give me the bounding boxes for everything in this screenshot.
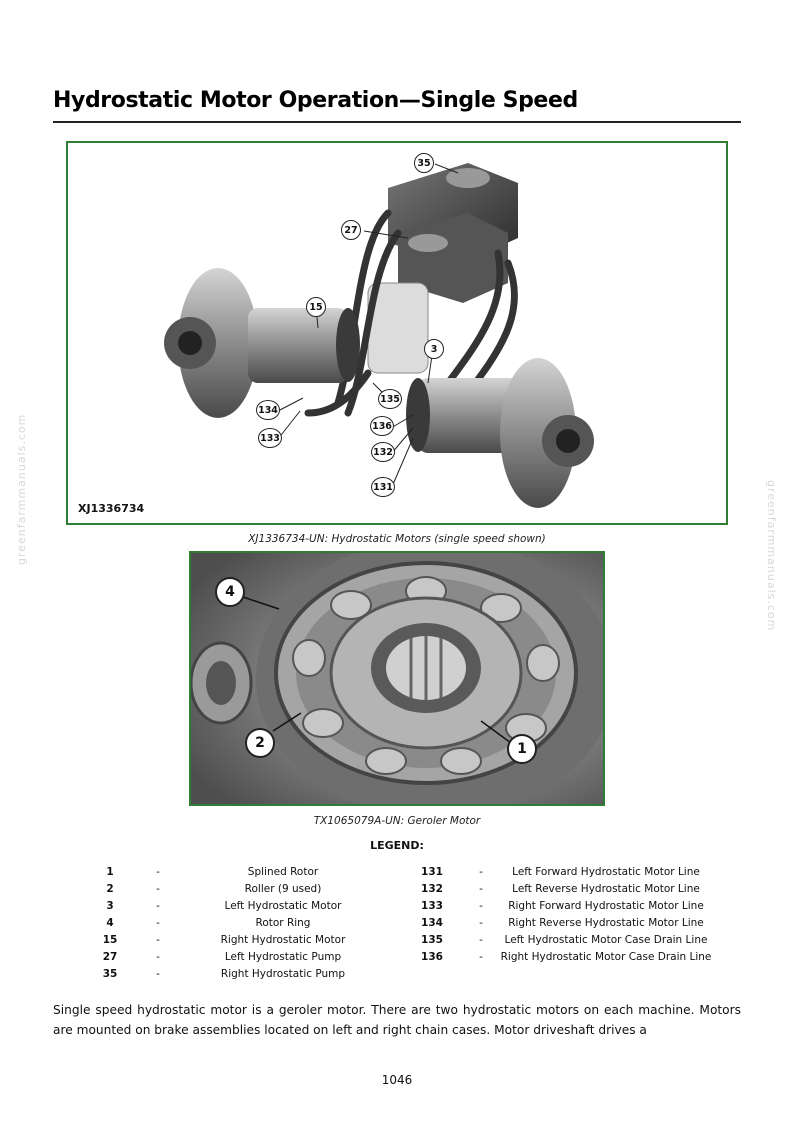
legend-dash: - xyxy=(156,934,160,946)
legend-description: Splined Rotor xyxy=(247,866,319,878)
legend-description: Right Hydrostatic Motor xyxy=(220,934,346,946)
page-title: Hydrostatic Motor Operation—Single Speed xyxy=(53,88,578,113)
legend-dash: - xyxy=(479,951,483,963)
legend-description: Left Hydrostatic Motor Case Drain Line xyxy=(504,934,708,946)
callout-2: 2 xyxy=(245,728,275,758)
callout-15: 15 xyxy=(306,297,326,317)
geroler-motor-photo xyxy=(191,553,603,804)
legend-dash: - xyxy=(156,917,160,929)
legend-description: Left Forward Hydrostatic Motor Line xyxy=(512,866,700,878)
legend-row: 136 - Right Hydrostatic Motor Case Drain L… xyxy=(0,951,794,966)
legend-number: 133 xyxy=(421,900,443,912)
legend-dash: - xyxy=(479,900,483,912)
legend-description: Roller (9 used) xyxy=(244,883,322,895)
callout-3: 3 xyxy=(424,339,444,359)
legend-dash: - xyxy=(479,917,483,929)
legend-dash: - xyxy=(156,900,160,912)
callout-1: 1 xyxy=(507,734,537,764)
legend-description: Left Hydrostatic Motor xyxy=(224,900,342,912)
callout-136: 136 xyxy=(370,416,394,436)
callout-132: 132 xyxy=(371,442,395,462)
legend-dash: - xyxy=(156,968,160,980)
legend-number: 134 xyxy=(421,917,443,929)
page-number: 1046 xyxy=(381,1073,413,1087)
legend-row: 135 - Left Hydrostatic Motor Case Drain Li… xyxy=(0,934,794,949)
legend-number: 15 xyxy=(102,934,118,946)
legend-row: 133 - Right Forward Hydrostatic Motor Line xyxy=(0,900,794,915)
left-motor-wheel xyxy=(406,358,594,508)
figure-id-label: XJ1336734 xyxy=(78,502,145,515)
right-motor-wheel xyxy=(164,268,360,418)
callout-134: 134 xyxy=(256,400,280,420)
legend-row: 132 - Left Reverse Hydrostatic Motor Line xyxy=(0,883,794,898)
legend-row: 35 - Right Hydrostatic Pump xyxy=(0,968,794,983)
legend-dash: - xyxy=(479,934,483,946)
legend-row: 4 - Rotor Ring xyxy=(0,917,794,932)
legend-number: 136 xyxy=(421,951,443,963)
legend-dash: - xyxy=(156,883,160,895)
title-rule xyxy=(53,121,741,123)
legend-row: 3 - Left Hydrostatic Motor xyxy=(0,900,794,915)
legend-number: 3 xyxy=(106,900,114,912)
legend-description: Left Hydrostatic Pump xyxy=(224,951,342,963)
legend-dash: - xyxy=(156,866,160,878)
legend-title: LEGEND: xyxy=(370,839,424,852)
legend-row: 2 - Roller (9 used) xyxy=(0,883,794,898)
figure2-caption: TX1065079A-UN: Geroler Motor xyxy=(313,815,481,827)
pump-assembly xyxy=(367,163,518,374)
body-paragraph: Single speed hydrostatic motor is a gero… xyxy=(53,1003,741,1037)
callout-135: 135 xyxy=(378,389,402,409)
watermark-right: greenfarmmanuals.com xyxy=(765,480,778,632)
legend-row: 15 - Right Hydrostatic Motor xyxy=(0,934,794,949)
legend-description: Rotor Ring xyxy=(255,917,311,929)
callout-133: 133 xyxy=(258,428,282,448)
hydrostatic-motors-illustration xyxy=(164,163,594,508)
legend-dash: - xyxy=(479,883,483,895)
figure1-caption: XJ1336734-UN: Hydrostatic Motors (single… xyxy=(248,533,546,545)
legend-number: 132 xyxy=(421,883,443,895)
legend-number: 1 xyxy=(106,866,114,878)
callout-131: 131 xyxy=(371,477,395,497)
legend-row: 1 - Splined Rotor xyxy=(0,866,794,881)
legend-dash: - xyxy=(479,866,483,878)
legend-number: 35 xyxy=(102,968,118,980)
legend-number: 4 xyxy=(106,917,114,929)
callout-4: 4 xyxy=(215,577,245,607)
legend-description: Right Hydrostatic Motor Case Drain Line xyxy=(500,951,712,963)
legend-number: 131 xyxy=(421,866,443,878)
legend-description: Right Reverse Hydrostatic Motor Line xyxy=(508,917,704,929)
figure-hydrostatic-motors: 35 27 15 3 135 134 136 133 132 131 XJ133… xyxy=(66,141,728,525)
legend-description: Right Forward Hydrostatic Motor Line xyxy=(508,900,704,912)
legend-description: Right Hydrostatic Pump xyxy=(220,968,346,980)
callout-27: 27 xyxy=(341,220,361,240)
figure-geroler-motor: 4 2 1 xyxy=(189,551,605,806)
legend-number: 2 xyxy=(106,883,114,895)
legend-row: 131 - Left Forward Hydrostatic Motor Line xyxy=(0,866,794,881)
callout-35: 35 xyxy=(414,153,434,173)
legend-row: 27 - Left Hydrostatic Pump xyxy=(0,951,794,966)
legend-description: Left Reverse Hydrostatic Motor Line xyxy=(512,883,700,895)
legend-number: 27 xyxy=(102,951,118,963)
legend-row: 134 - Right Reverse Hydrostatic Motor Line xyxy=(0,917,794,932)
watermark-left: greenfarmmanuals.com xyxy=(15,413,28,565)
legend-number: 135 xyxy=(421,934,443,946)
legend-dash: - xyxy=(156,951,160,963)
